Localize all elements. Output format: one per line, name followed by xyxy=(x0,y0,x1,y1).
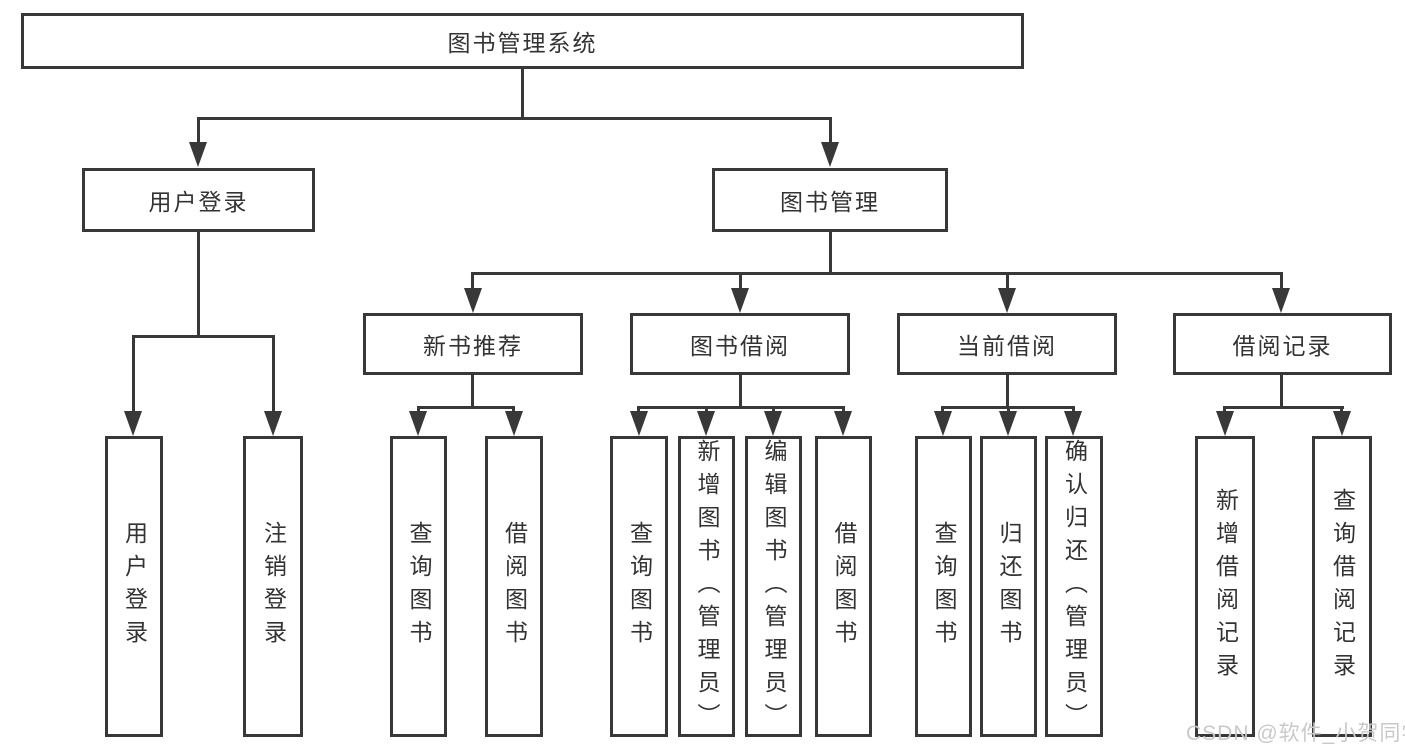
connector-trunk xyxy=(1006,375,1009,408)
connector-level2-split xyxy=(197,117,832,120)
connector-stem-leaf xyxy=(132,335,135,413)
leaf-borrow-books-recommend: 借阅图书 xyxy=(485,436,543,737)
leaf-add-books-admin: 新增图书（管理员） xyxy=(678,436,735,737)
connector-split xyxy=(637,406,845,409)
node-book-borrow: 图书借阅 xyxy=(630,313,850,375)
node-user-login: 用户登录 xyxy=(82,168,315,232)
leaf-query-books-current: 查询图书 xyxy=(915,436,972,737)
arrow-down-icon xyxy=(998,288,1016,313)
leaf-return-books: 归还图书 xyxy=(980,436,1037,737)
connector-stem-leaf xyxy=(1340,406,1343,414)
connector-stem-leaf xyxy=(1007,406,1010,414)
leaf-query-borrow-record-label: 查询借阅记录 xyxy=(1329,487,1356,686)
csdn-watermark: CSDN @软件_小贺同学 xyxy=(1186,722,1405,745)
node-new-book-recommend: 新书推荐 xyxy=(363,313,583,375)
connector-stem-current-borrow xyxy=(1006,272,1009,294)
leaf-query-books-current-label: 查询图书 xyxy=(931,520,957,653)
arrow-down-icon xyxy=(697,411,715,436)
connector-stem-leaf xyxy=(772,406,775,414)
connector-user-login-trunk xyxy=(197,232,200,337)
connector-stem-leaf xyxy=(705,406,708,414)
connector-stem-leaf xyxy=(512,406,515,414)
leaf-add-books-admin-label: 新增图书（管理员） xyxy=(694,439,720,736)
node-current-borrow-label: 当前借阅 xyxy=(957,333,1057,359)
connector-stem-leaf xyxy=(637,406,640,414)
connector-trunk xyxy=(471,375,474,408)
connector-stem-borrow-records xyxy=(1280,272,1283,294)
arrow-down-icon xyxy=(731,288,749,313)
connector-stem-leaf xyxy=(941,406,944,414)
node-user-login-label: 用户登录 xyxy=(148,189,249,215)
connector-stem-leaf xyxy=(1072,406,1075,414)
leaf-logout: 注销登录 xyxy=(243,436,303,737)
connector-stem-book-borrow xyxy=(739,272,742,294)
arrow-down-icon xyxy=(124,411,142,436)
arrow-down-icon xyxy=(1216,411,1234,436)
leaf-confirm-return-admin: 确认归还（管理员） xyxy=(1045,436,1103,737)
leaf-logout-label: 注销登录 xyxy=(260,520,287,653)
arrow-down-icon xyxy=(764,411,782,436)
arrow-down-icon xyxy=(999,411,1017,436)
connector-stem-user-login xyxy=(197,117,200,146)
node-book-management: 图书管理 xyxy=(712,168,948,232)
arrow-down-icon xyxy=(1064,411,1082,436)
leaf-borrow-books-label: 借阅图书 xyxy=(831,520,857,653)
arrow-down-icon xyxy=(1333,411,1351,436)
arrow-down-icon xyxy=(464,288,482,313)
connector-stem-new-books xyxy=(471,272,474,294)
node-new-book-recommend-label: 新书推荐 xyxy=(423,333,523,359)
leaf-edit-books-admin: 编辑图书（管理员） xyxy=(745,436,802,737)
leaf-query-books-borrow-label: 查询图书 xyxy=(626,520,653,653)
leaf-edit-books-admin-label: 编辑图书（管理员） xyxy=(761,439,787,736)
connector-stem-book-mgmt xyxy=(829,117,832,146)
node-book-management-label: 图书管理 xyxy=(780,189,880,215)
arrow-down-icon xyxy=(834,411,852,436)
leaf-borrow-books: 借阅图书 xyxy=(815,436,872,737)
leaf-add-borrow-record: 新增借阅记录 xyxy=(1195,436,1255,737)
node-borrow-records: 借阅记录 xyxy=(1173,313,1392,375)
connector-book-mgmt-trunk xyxy=(829,232,832,274)
arrow-down-icon xyxy=(505,411,523,436)
arrow-down-icon xyxy=(1272,288,1290,313)
leaf-user-login-label: 用户登录 xyxy=(121,520,148,653)
leaf-query-books-recommend: 查询图书 xyxy=(390,436,447,737)
leaf-return-books-label: 归还图书 xyxy=(996,520,1022,653)
connector-stem-leaf xyxy=(272,335,275,413)
leaf-confirm-return-admin-label: 确认归还（管理员） xyxy=(1061,439,1088,736)
connector-stem-leaf xyxy=(1223,406,1226,414)
connector-stem-leaf xyxy=(417,406,420,414)
connector-split xyxy=(1223,406,1344,409)
node-root-library-system: 图书管理系统 xyxy=(21,13,1024,69)
arrow-down-icon xyxy=(409,411,427,436)
connector-level3-split xyxy=(471,272,1283,275)
node-book-borrow-label: 图书借阅 xyxy=(690,333,790,359)
connector-root-trunk xyxy=(521,69,524,119)
arrow-down-icon xyxy=(189,142,207,167)
arrow-down-icon xyxy=(630,411,648,436)
arrow-down-icon xyxy=(821,142,839,167)
connector-user-login-split xyxy=(132,335,275,338)
leaf-user-login: 用户登录 xyxy=(105,436,163,737)
connector-trunk xyxy=(1280,375,1283,408)
connector-stem-leaf xyxy=(842,406,845,414)
connector-trunk xyxy=(739,375,742,408)
node-current-borrow: 当前借阅 xyxy=(897,313,1117,375)
leaf-query-borrow-record: 查询借阅记录 xyxy=(1312,436,1372,737)
connector-split xyxy=(417,406,515,409)
leaf-add-borrow-record-label: 新增借阅记录 xyxy=(1212,487,1239,686)
leaf-borrow-books-recommend-label: 借阅图书 xyxy=(501,520,528,653)
arrow-down-icon xyxy=(264,411,282,436)
leaf-query-books-recommend-label: 查询图书 xyxy=(406,520,432,653)
leaf-query-books-borrow: 查询图书 xyxy=(610,436,668,737)
arrow-down-icon xyxy=(934,411,952,436)
node-borrow-records-label: 借阅记录 xyxy=(1232,333,1333,359)
node-root-label: 图书管理系统 xyxy=(447,30,598,56)
